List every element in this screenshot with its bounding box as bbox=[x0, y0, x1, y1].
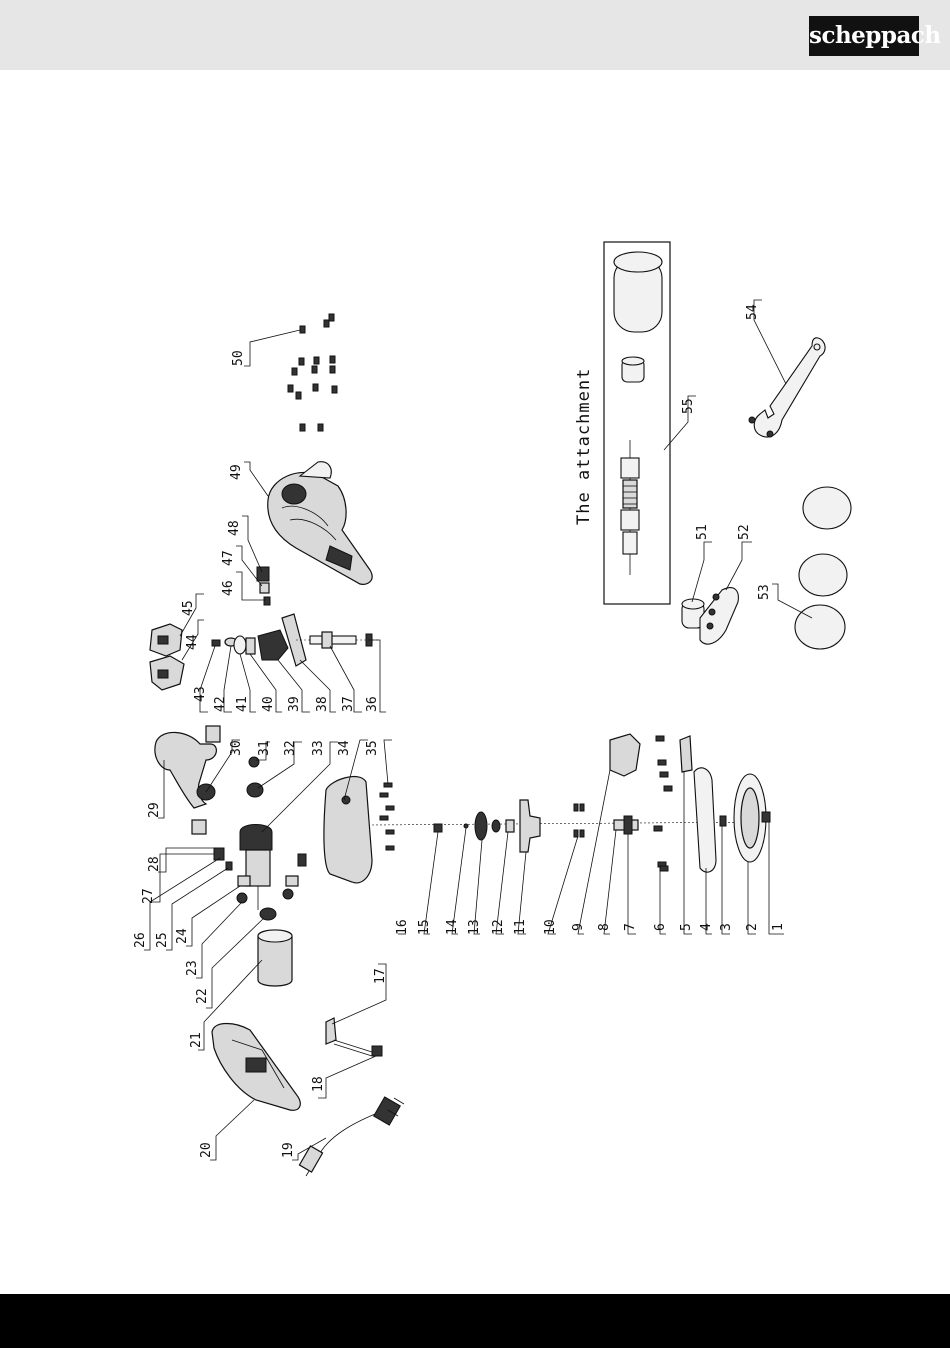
callout-12: 12 bbox=[491, 919, 506, 935]
callout-22: 22 bbox=[195, 988, 210, 1004]
callout-19: 19 bbox=[281, 1142, 296, 1158]
brush-plate-4-part bbox=[694, 768, 716, 872]
callout-16: 16 bbox=[395, 919, 410, 935]
callout-46: 46 bbox=[221, 580, 236, 596]
callout-13: 13 bbox=[467, 919, 482, 935]
callout-30: 30 bbox=[229, 740, 244, 756]
callout-44: 44 bbox=[185, 634, 200, 650]
callout-55: 55 bbox=[681, 398, 696, 414]
nut-1-part bbox=[762, 812, 770, 822]
spindle-assembly-38-43 bbox=[212, 614, 380, 666]
callout-48: 48 bbox=[227, 520, 242, 536]
callout-33: 33 bbox=[311, 740, 326, 756]
callout-17: 17 bbox=[373, 968, 388, 984]
callout-49: 49 bbox=[229, 464, 244, 480]
attachment-title: The attachment bbox=[574, 368, 594, 525]
switch-17-18-part bbox=[326, 1018, 382, 1056]
callout-10: 10 bbox=[543, 919, 558, 935]
plate-5-part bbox=[680, 736, 692, 772]
callout-23: 23 bbox=[185, 960, 200, 976]
callout-18: 18 bbox=[311, 1076, 326, 1092]
sanding-discs-53-part bbox=[795, 487, 851, 649]
gear-head-44-45-part bbox=[150, 624, 184, 690]
spanner-part bbox=[749, 338, 825, 437]
callout-14: 14 bbox=[445, 919, 460, 935]
callout-31: 31 bbox=[257, 740, 272, 756]
callout-40: 40 bbox=[261, 696, 276, 712]
callout-42: 42 bbox=[213, 696, 228, 712]
callout-36: 36 bbox=[365, 696, 380, 712]
callout-53: 53 bbox=[757, 584, 772, 600]
callout-51: 51 bbox=[695, 524, 710, 540]
callout-4: 4 bbox=[699, 923, 714, 931]
callout-39: 39 bbox=[287, 696, 302, 712]
callout-21: 21 bbox=[189, 1032, 204, 1048]
callout-52: 52 bbox=[737, 524, 752, 540]
screws-50-part bbox=[288, 314, 337, 431]
callout-8: 8 bbox=[597, 923, 612, 931]
callout-47: 47 bbox=[221, 550, 236, 566]
footer-bar bbox=[0, 1294, 950, 1348]
callout-1: 1 bbox=[771, 923, 786, 931]
callout-3: 3 bbox=[719, 923, 734, 931]
callout-5: 5 bbox=[679, 923, 694, 931]
callout-15: 15 bbox=[417, 919, 432, 935]
callout-20: 20 bbox=[199, 1142, 214, 1158]
callout-25: 25 bbox=[155, 932, 170, 948]
callout-54: 54 bbox=[745, 304, 760, 320]
washer-3-part bbox=[720, 816, 726, 826]
adapter-sleeve-part bbox=[622, 357, 644, 382]
stator-21-22-part bbox=[258, 908, 292, 986]
callout-43: 43 bbox=[193, 686, 208, 702]
callout-24: 24 bbox=[175, 928, 190, 944]
callout-41: 41 bbox=[235, 696, 250, 712]
guard-9-part bbox=[610, 734, 640, 776]
callout-7: 7 bbox=[623, 923, 638, 931]
callout-27: 27 bbox=[141, 888, 156, 904]
callout-34: 34 bbox=[337, 740, 352, 756]
callout-29: 29 bbox=[147, 802, 162, 818]
hose-part bbox=[621, 440, 639, 575]
dust-tube-part bbox=[614, 252, 662, 332]
disc-2-part bbox=[734, 774, 766, 862]
sanding-plate-52-part bbox=[700, 588, 738, 644]
callout-50: 50 bbox=[231, 350, 246, 366]
callout-26: 26 bbox=[133, 932, 148, 948]
callout-37: 37 bbox=[341, 696, 356, 712]
callout-6: 6 bbox=[653, 923, 668, 931]
bearing-armature-31-33 bbox=[240, 757, 272, 910]
auxiliary-handle-29-30-part bbox=[155, 726, 220, 834]
callout-35: 35 bbox=[365, 740, 380, 756]
callout-28: 28 bbox=[147, 856, 162, 872]
brushes-6-part bbox=[654, 736, 672, 871]
callout-11: 11 bbox=[513, 919, 528, 935]
main-handle-20-part bbox=[212, 1024, 300, 1111]
screws-35-part bbox=[380, 783, 394, 850]
power-cable-19-part bbox=[299, 1097, 404, 1176]
shaft-parts-7-16 bbox=[434, 800, 638, 852]
attachment-box: The attachment bbox=[574, 242, 670, 604]
callout-2: 2 bbox=[745, 923, 760, 931]
callout-9: 9 bbox=[571, 923, 586, 931]
callout-32: 32 bbox=[283, 740, 298, 756]
callout-38: 38 bbox=[315, 696, 330, 712]
gear-housing-34-part bbox=[324, 777, 372, 883]
housing-49-part bbox=[268, 462, 372, 585]
callout-45: 45 bbox=[181, 600, 196, 616]
switch-parts-46-48 bbox=[257, 567, 270, 605]
